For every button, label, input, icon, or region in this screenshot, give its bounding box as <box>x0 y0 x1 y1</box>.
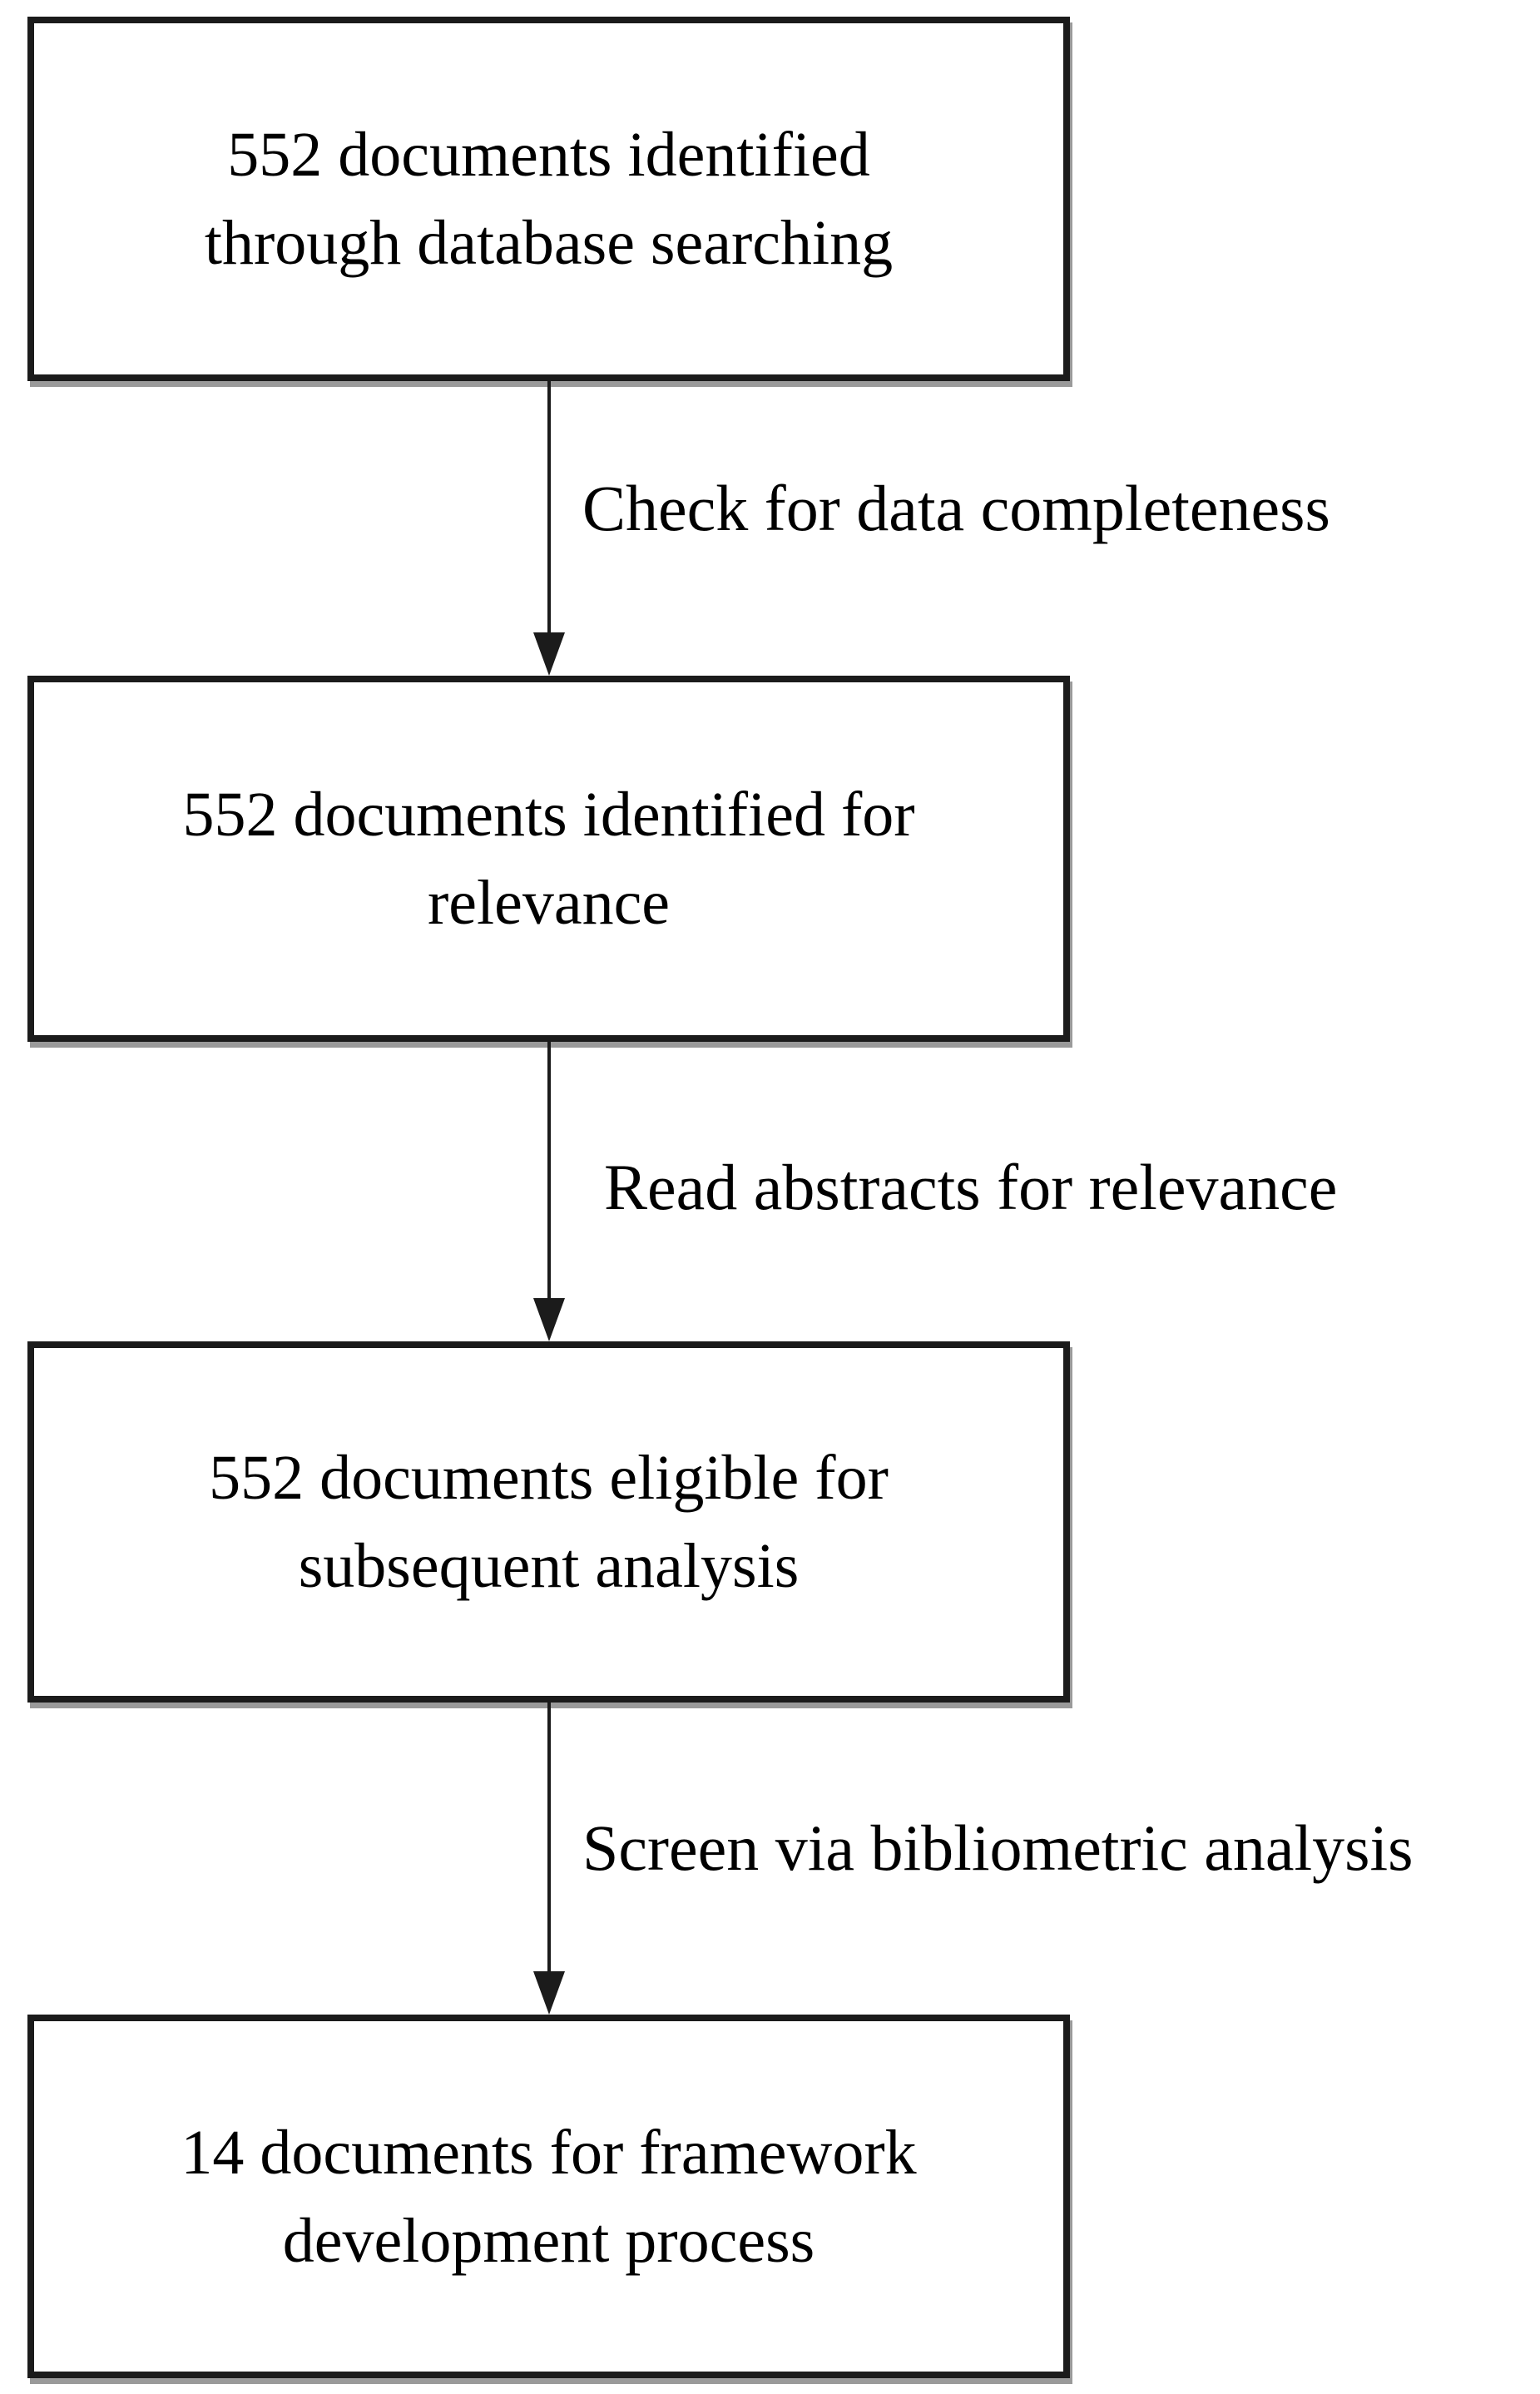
node-documents-eligible-analysis: 552 documents eligible for subsequent an… <box>27 1341 1070 1703</box>
node-line: subsequent analysis <box>298 1531 800 1601</box>
node-text: 552 documents eligible for subsequent an… <box>209 1434 889 1610</box>
edge-label-read-abstracts: Read abstracts for relevance <box>604 1151 1338 1223</box>
node-documents-identified-relevance: 552 documents identified for relevance <box>27 676 1070 1042</box>
node-line: through database searching <box>204 208 894 278</box>
connector-line <box>547 1703 551 1973</box>
node-text: 552 documents identified for relevance <box>182 771 914 947</box>
node-text: 14 documents for framework development p… <box>181 2109 916 2285</box>
edge-label-screen-bibliometric: Screen via bibliometric analysis <box>582 1812 1414 1884</box>
connector-line <box>547 1042 551 1300</box>
arrow-down-icon <box>533 632 565 676</box>
node-line: 552 documents eligible for <box>209 1443 889 1513</box>
arrow-down-icon <box>533 1971 565 2015</box>
node-line: 14 documents for framework <box>181 2117 917 2188</box>
node-line: relevance <box>427 868 671 938</box>
connector-line <box>547 381 551 634</box>
node-text: 552 documents identified through databas… <box>205 111 893 287</box>
node-line: 552 documents identified <box>227 120 870 190</box>
arrow-down-icon <box>533 1298 565 1341</box>
node-documents-identified-searching: 552 documents identified through databas… <box>27 17 1070 381</box>
node-line: development process <box>282 2205 815 2276</box>
node-documents-framework-development: 14 documents for framework development p… <box>27 2015 1070 2378</box>
edge-label-check-completeness: Check for data completeness <box>582 472 1330 544</box>
node-line: 552 documents identified for <box>182 780 915 850</box>
